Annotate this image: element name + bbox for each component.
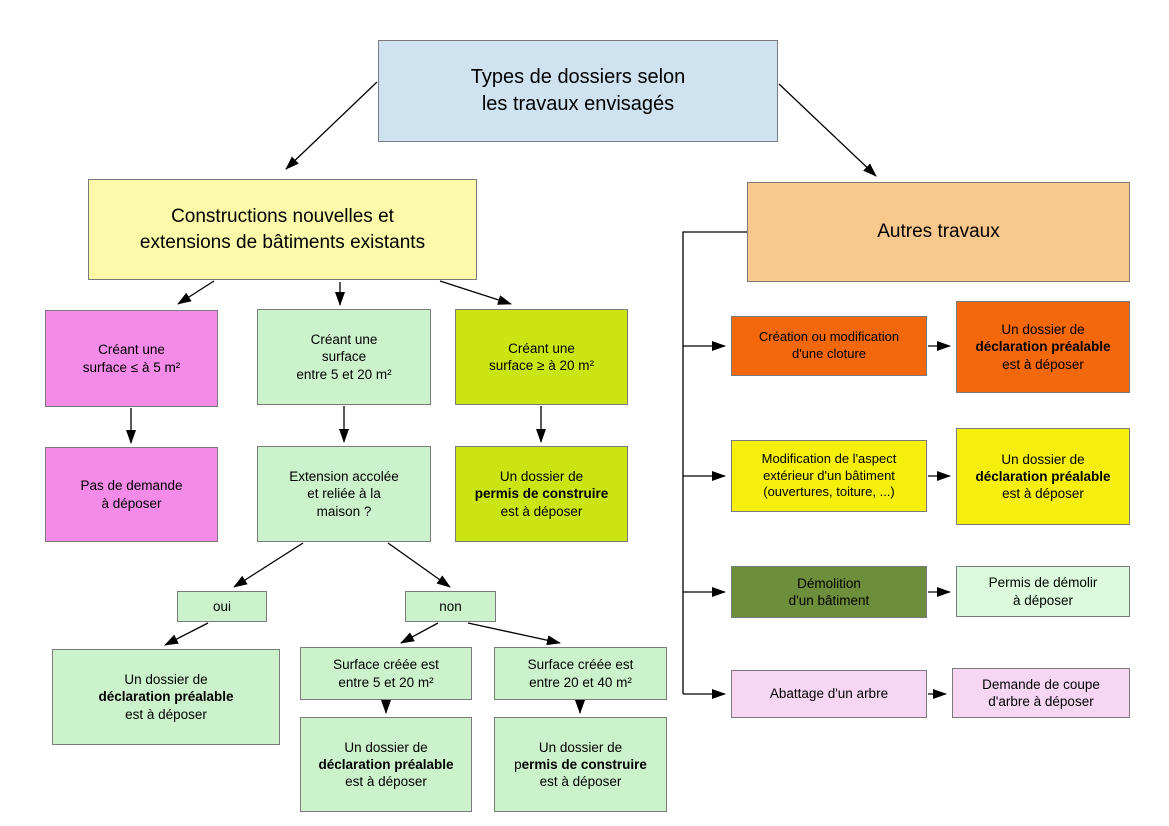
arrow-ext-to-non [387,542,451,588]
node-text: à déposer [101,495,162,511]
node-text: Un dossier de [344,739,428,755]
node-declaration-prealable-aspect: Un dossier de déclaration préalable est … [956,428,1130,525]
node-text: est à déposer [1002,486,1084,502]
node-text: Un dossier de [538,739,623,755]
node-text: Abattage d'un arbre [769,686,889,702]
arrow-root-to-autres [778,83,877,177]
node-text: surface [321,349,367,365]
node-text: (ouvertures, toiture, ...) [763,484,895,500]
node-modification-aspect: Modification de l'aspect extérieur d'un … [731,440,927,512]
node-text: Un dossier de [124,672,208,688]
node-text: extérieur d'un bâtiment [763,467,895,483]
node-autres-header: Autres travaux [747,182,1130,282]
node-declaration-prealable-result-2: Un dossier de déclaration préalable est … [300,717,472,812]
node-text: d'un bâtiment [788,593,870,608]
arrow-non-to-s520 [400,622,439,644]
node-text: Créant une [98,342,165,358]
node-text: entre 20 et 40 m² [529,674,632,690]
arrow-constructions-to-small [177,280,215,305]
node-surface-ge-20: Créant une surface ≥ à 20 m² [455,309,628,405]
node-text: Un dossier de [1001,322,1085,338]
node-declaration-prealable-result-1: Un dossier de déclaration préalable est … [52,649,280,745]
node-permis-construire-result-2: Un dossier de permis de construire est à… [494,717,667,812]
node-text: Demande de coupe [982,676,1100,692]
node-text: Extension accolée [289,469,399,485]
node-text-bold: permis de construire [474,486,609,502]
node-creation-cloture: Création ou modification d'une cloture [731,316,927,376]
node-text-bold: déclaration préalable [318,756,454,772]
node-text: Surface créée est [333,657,439,673]
node-text: est à déposer [500,503,583,519]
node-text: oui [212,598,231,614]
node-non: non [405,591,496,622]
node-demande-coupe-arbre: Demande de coupe d'arbre à déposer [952,668,1130,718]
node-text: d'une cloture [791,346,867,361]
node-text: est à déposer [539,774,622,790]
node-text: Création ou modification [758,329,900,345]
node-text: est à déposer [345,774,427,790]
node-text: d'arbre à déposer [988,694,1094,709]
node-extension-question: Extension accolée et reliée à la maison … [257,446,431,542]
node-text: Démolition [797,575,861,591]
node-text: et reliée à la [307,486,381,502]
node-text: à déposer [1012,592,1074,608]
node-permis-demolir: Permis de démolir à déposer [956,566,1130,617]
node-text: Modification de l'aspect [761,451,897,467]
node-surface-creee-5-20: Surface créée est entre 5 et 20 m² [300,647,472,700]
node-demolition-batiment: Démolition d'un bâtiment [731,566,927,618]
node-text: Créant une [310,332,378,348]
node-surface-creee-20-40: Surface créée est entre 20 et 40 m² [494,647,667,700]
node-text: les travaux envisagés [481,93,675,115]
arrow-root-to-constructions [285,81,378,170]
node-text: Surface créée est [527,657,634,673]
node-permis-construire-result-1: Un dossier de permis de construire est à… [455,446,628,542]
node-text: est à déposer [125,706,207,722]
node-text-bold: déclaration préalable [975,339,1111,355]
node-text: Permis de démolir [988,575,1098,591]
node-text: Pas de demande [80,478,183,494]
node-constructions-header: Constructions nouvelles et extensions de… [88,179,477,280]
node-declaration-prealable-cloture: Un dossier de déclaration préalable est … [956,301,1130,393]
node-text: Un dossier de [499,469,584,485]
node-text: est à déposer [1002,356,1084,372]
node-text: Autres travaux [877,220,1000,242]
node-text: Créant une [508,340,575,356]
node-oui: oui [177,591,267,622]
node-text: maison ? [316,503,372,519]
arrow-ext-to-oui [233,542,304,588]
node-text: Constructions nouvelles et [171,205,394,227]
node-text: entre 5 et 20 m² [296,366,392,382]
arrow-non-to-s2040 [467,622,561,646]
node-text: Un dossier de [1001,451,1085,467]
node-text: extensions de bâtiments existants [139,231,426,253]
arrow-oui-to-dp1 [164,622,209,646]
arrow-constructions-to-large [439,280,512,305]
node-text: surface ≤ à 5 m² [82,359,181,375]
node-surface-5-20: Créant une surface entre 5 et 20 m² [257,309,431,405]
node-surface-le-5: Créant une surface ≤ à 5 m² [45,310,218,407]
node-abattage-arbre: Abattage d'un arbre [731,670,927,718]
node-text: entre 5 et 20 m² [338,674,434,690]
node-pas-de-demande: Pas de demande à déposer [45,447,218,542]
node-text-bold: déclaration préalable [98,689,234,705]
node-text: surface ≥ à 20 m² [489,358,594,373]
node-text: non [439,598,462,614]
node-text: Types de dossiers selon [470,66,686,88]
node-text-bold: déclaration préalable [975,468,1111,484]
node-text: permis de construire [514,756,647,773]
node-root-title: Types de dossiers selon les travaux envi… [378,40,778,142]
node-text-bold: ermis de construire [521,756,647,772]
node-text-prefix: p [514,756,522,772]
